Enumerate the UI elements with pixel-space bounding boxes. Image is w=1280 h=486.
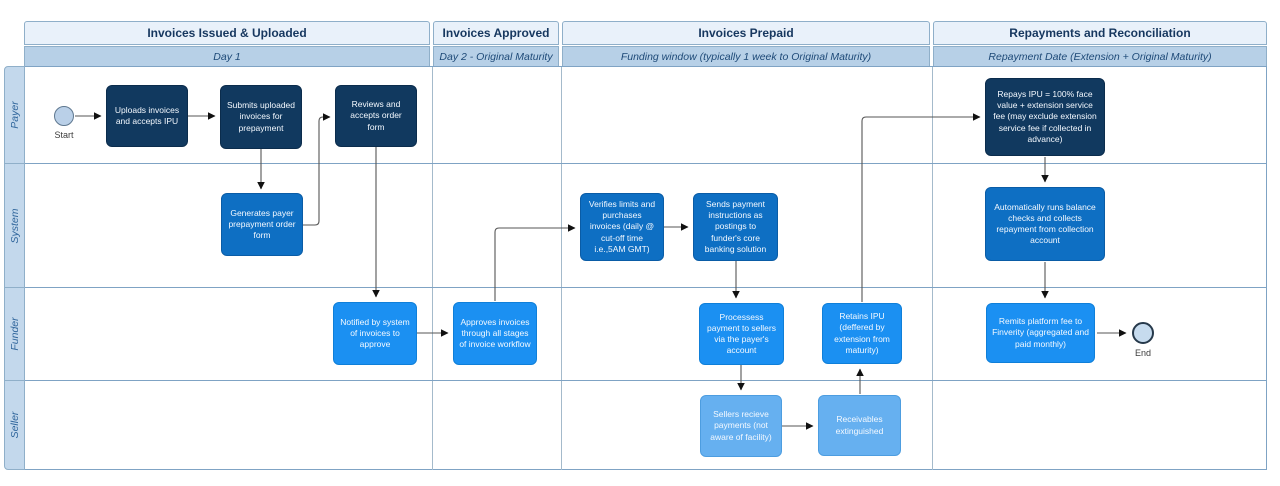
phase-label: Invoices Approved — [442, 26, 550, 40]
task-label: Retains IPU (deffered by extension from … — [834, 311, 890, 355]
task-runs-balance-checks: Automatically runs balance checks and co… — [985, 187, 1105, 261]
lane-label-text: System — [8, 207, 21, 244]
lane-divider — [24, 163, 1267, 164]
task-submits-invoices: Submits uploaded invoices for prepayment — [220, 85, 302, 149]
lane-divider — [24, 287, 1267, 288]
task-sellers-receive-payments: Sellers recieve payments (not aware of f… — [700, 395, 782, 457]
task-label: Automatically runs balance checks and co… — [994, 201, 1096, 246]
task-remits-platform-fee: Remits platform fee to Finverity (aggreg… — [986, 303, 1095, 363]
task-processes-payment: Processess payment to sellers via the pa… — [699, 303, 784, 365]
column-divider — [561, 67, 562, 470]
phase-header-invoices-prepaid: Invoices Prepaid — [562, 21, 930, 45]
subheader-label: Day 1 — [213, 50, 241, 63]
phase-header-repayments: Repayments and Reconciliation — [933, 21, 1267, 45]
subheader-funding-window: Funding window (typically 1 week to Orig… — [562, 46, 930, 67]
end-event-label: End — [1134, 348, 1151, 358]
phase-label: Invoices Issued & Uploaded — [147, 26, 307, 40]
task-label: Verifies limits and purchases invoices (… — [588, 199, 656, 254]
lane-label-payer: Payer — [4, 66, 25, 164]
subheader-label: Repayment Date (Extension + Original Mat… — [988, 50, 1212, 63]
task-label: Sends payment instructions as postings t… — [704, 199, 767, 254]
task-verifies-limits: Verifies limits and purchases invoices (… — [580, 193, 664, 261]
lane-label-text: Payer — [8, 101, 21, 129]
lane-divider — [24, 380, 1267, 381]
task-label: Processess payment to sellers via the pa… — [707, 311, 776, 356]
task-repays-ipu: Repays IPU = 100% face value + extension… — [985, 78, 1105, 156]
lane-label-text: Funder — [8, 317, 21, 351]
lane-label-system: System — [4, 163, 25, 288]
task-label: Reviews and accepts order form — [350, 99, 402, 132]
phase-header-invoices-issued: Invoices Issued & Uploaded — [24, 21, 430, 45]
subheader-repayment-date: Repayment Date (Extension + Original Mat… — [933, 46, 1267, 67]
task-label: Sellers recieve payments (not aware of f… — [710, 409, 772, 442]
column-divider — [932, 67, 933, 470]
task-label: Receivables extinguished — [835, 414, 884, 436]
subheader-day1: Day 1 — [24, 46, 430, 67]
start-event-circle — [54, 106, 74, 126]
task-generates-order-form: Generates payer prepayment order form — [221, 193, 303, 256]
subheader-label: Funding window (typically 1 week to Orig… — [620, 50, 872, 63]
task-notified-of-invoices: Notified by system of invoices to approv… — [333, 302, 417, 365]
task-label: Generates payer prepayment order form — [228, 207, 296, 241]
subheader-day2: Day 2 - Original Maturity — [433, 46, 559, 67]
task-receivables-extinguished: Receivables extinguished — [818, 395, 901, 456]
task-label: Submits uploaded invoices for prepayment — [226, 100, 296, 133]
subheader-label: Day 2 - Original Maturity — [439, 50, 553, 63]
phase-label: Invoices Prepaid — [698, 26, 794, 40]
lane-label-seller: Seller — [4, 380, 25, 470]
task-reviews-order-form: Reviews and accepts order form — [335, 85, 417, 147]
task-uploads-invoices: Uploads invoices and accepts IPU — [106, 85, 188, 147]
task-label: Remits platform fee to Finverity (aggreg… — [992, 316, 1089, 349]
task-approves-invoices: Approves invoices through all stages of … — [453, 302, 537, 365]
end-event-circle — [1132, 322, 1154, 344]
task-sends-payment-instructions: Sends payment instructions as postings t… — [693, 193, 778, 261]
column-divider — [432, 67, 433, 470]
task-label: Notified by system of invoices to approv… — [340, 316, 410, 350]
phase-header-invoices-approved: Invoices Approved — [433, 21, 559, 45]
task-retains-ipu: Retains IPU (deffered by extension from … — [822, 303, 902, 364]
start-event-label: Start — [54, 130, 74, 140]
phase-label: Repayments and Reconciliation — [1009, 26, 1191, 40]
task-label: Approves invoices through all stages of … — [459, 316, 531, 350]
task-label: Uploads invoices and accepts IPU — [114, 104, 180, 126]
task-label: Repays IPU = 100% face value + extension… — [993, 89, 1097, 144]
lane-label-text: Seller — [8, 411, 21, 439]
lane-label-funder: Funder — [4, 287, 25, 381]
